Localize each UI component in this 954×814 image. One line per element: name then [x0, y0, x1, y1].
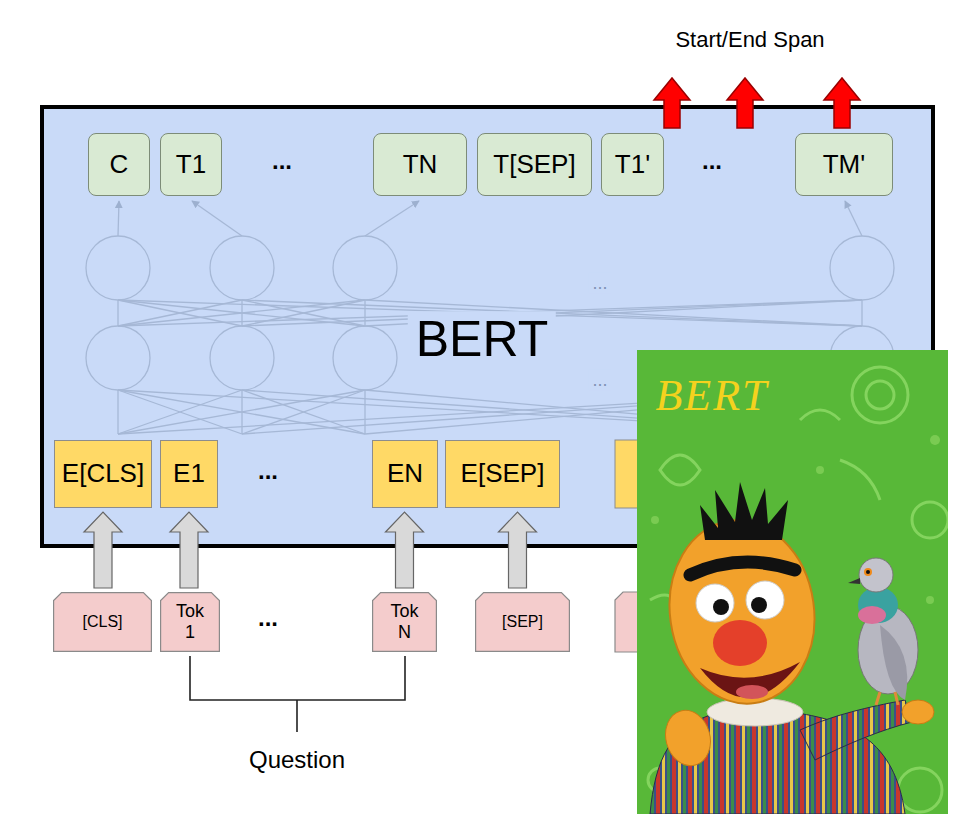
- model-title-holder: BERT: [408, 311, 556, 369]
- box-label: TN: [403, 150, 438, 180]
- ellipsis: ...: [258, 604, 278, 632]
- output-token-box: T1: [160, 133, 222, 196]
- output-token-box: C: [88, 133, 150, 196]
- ellipsis: ...: [588, 370, 611, 391]
- picture-title: BERT: [655, 371, 768, 422]
- ellipsis: ...: [258, 604, 278, 632]
- box-label: E[SEP]: [461, 459, 545, 489]
- input-token-box: [SEP]: [475, 592, 570, 652]
- ellipsis: ...: [588, 273, 611, 294]
- input-token-box: Tok 1: [160, 592, 220, 652]
- box-label: [SEP]: [502, 613, 543, 631]
- picture-title: BERT: [655, 371, 768, 422]
- input-token-box: [CLS]: [53, 592, 152, 652]
- embedding-box: E1: [160, 440, 218, 508]
- box-label: T1: [176, 150, 206, 180]
- output-token-box: T1': [601, 133, 664, 196]
- embedding-box: E[CLS]: [54, 440, 152, 508]
- input-arrow: [499, 512, 537, 588]
- box-label: E1: [173, 459, 205, 489]
- embedding-box: EN: [372, 440, 438, 508]
- span-output-arrows: [654, 78, 860, 128]
- box-label: E[CLS]: [62, 459, 144, 489]
- pigeon: [848, 558, 918, 705]
- ellipsis: ...: [272, 147, 292, 175]
- input-arrow: [386, 512, 424, 588]
- input-arrow: [170, 512, 208, 588]
- muppet-illustration: [637, 350, 948, 814]
- box-label: TM': [823, 150, 866, 180]
- model-title: BERT: [416, 311, 548, 369]
- embedding-box: E[SEP]: [445, 440, 560, 508]
- box-label: Tok N: [385, 601, 425, 642]
- ellipsis: ...: [588, 370, 611, 391]
- box-label: Tok 1: [170, 601, 210, 642]
- input-arrow: [84, 512, 122, 588]
- question-bracket: [190, 656, 405, 732]
- output-token-box: T[SEP]: [477, 133, 592, 196]
- box-label: T[SEP]: [493, 150, 575, 180]
- ellipsis: ...: [702, 147, 722, 175]
- segment-caption: Question: [249, 746, 345, 774]
- output-token-box: TM': [795, 133, 893, 196]
- ellipsis: ...: [588, 273, 611, 294]
- bert-model-box: C T1 TN T[SEP] T1' TM' E[CLS] E1 EN E[SEP] BERT: [40, 105, 935, 548]
- box-label: EN: [387, 459, 423, 489]
- output-token-box: TN: [373, 133, 467, 196]
- segment-caption: Question: [249, 746, 345, 774]
- ellipsis: ...: [702, 147, 722, 175]
- output-caption: Start/End Span: [675, 27, 824, 52]
- ellipsis: ...: [258, 457, 278, 485]
- input-token-box: Tok N: [372, 592, 437, 652]
- ellipsis: ...: [258, 457, 278, 485]
- box-label: T1': [615, 150, 650, 180]
- ellipsis: ...: [272, 147, 292, 175]
- box-label: C: [110, 150, 129, 180]
- box-label: [CLS]: [82, 613, 122, 631]
- output-caption: Start/End Span: [675, 27, 824, 52]
